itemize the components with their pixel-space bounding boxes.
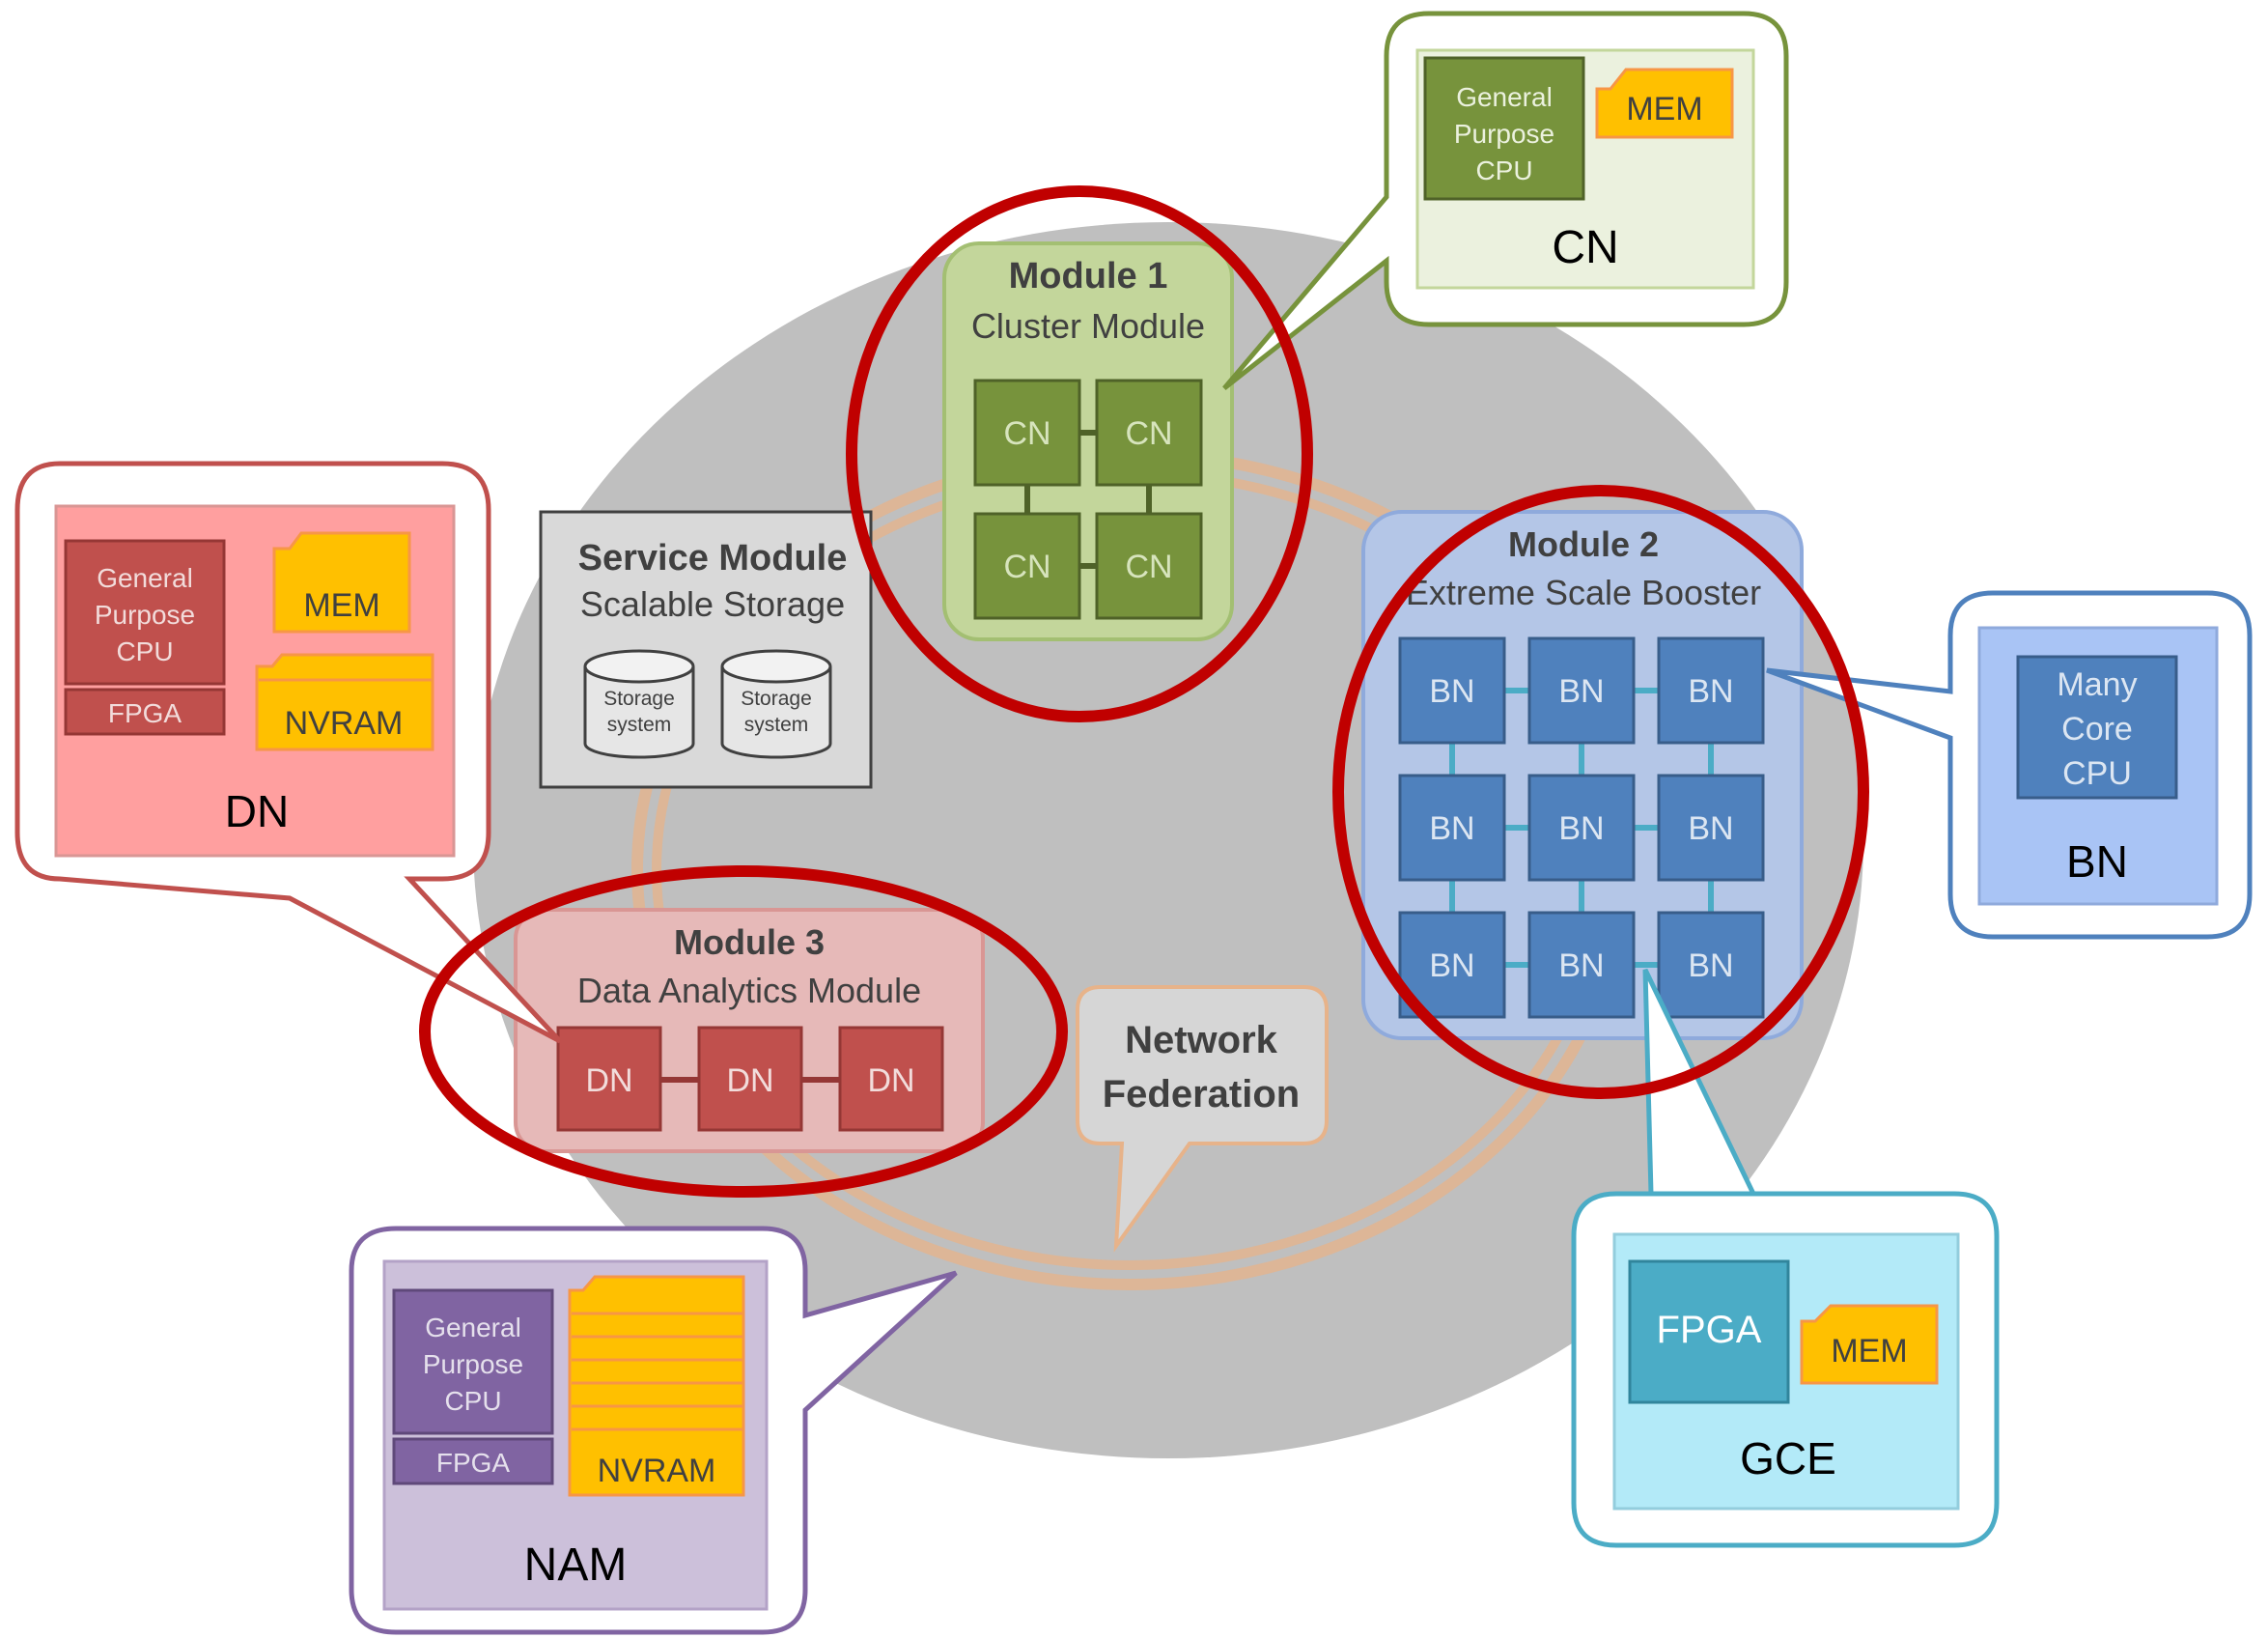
nam-label: NAM [524, 1539, 628, 1591]
callout-bn: Many Core CPU BN [1766, 590, 2253, 940]
bn-node: BN [1688, 810, 1733, 847]
cn-mem: MEM [1626, 91, 1702, 127]
storage-label-2a: Storage [741, 688, 812, 710]
nam-cpu-line3: CPU [444, 1386, 501, 1416]
highlight-module-2 [1332, 485, 1869, 1099]
callout-nam: General Purpose CPU FPGA NVRAM NAM [349, 1226, 958, 1635]
module-1-title: Module 1 [1009, 256, 1168, 297]
cn-cpu-line2: Purpose [1454, 119, 1554, 149]
gce-label: GCE [1740, 1433, 1836, 1483]
bn-node: BN [1558, 947, 1604, 984]
bn-node: BN [1558, 673, 1604, 710]
gce-fpga: FPGA [1657, 1309, 1762, 1351]
network-federation-line2: Federation [1103, 1073, 1300, 1116]
nam-fpga: FPGA [436, 1448, 511, 1478]
nam-cpu-line1: General [425, 1313, 521, 1342]
bn-label: BN [2066, 836, 2128, 887]
module-2-booster: Module 2 Extreme Scale Booster [1361, 510, 1804, 1040]
module-2-subtitle: Extreme Scale Booster [1406, 573, 1761, 612]
dn-nvram: NVRAM [285, 705, 404, 742]
highlight-module-3 [419, 865, 1068, 1198]
callout-dn: General Purpose CPU FPGA MEM NVRAM DN [14, 461, 562, 1044]
cn-label: CN [1552, 222, 1618, 273]
dn-node: DN [867, 1062, 914, 1099]
dn-label: DN [225, 786, 289, 836]
service-module-subtitle: Scalable Storage [580, 584, 845, 624]
bn-node: BN [1688, 673, 1733, 710]
module-1-cluster: Module 1 Cluster Module CN CN CN CN [942, 241, 1234, 641]
bn-cpu-line2: Core [2061, 711, 2133, 748]
cn-node: CN [1125, 415, 1172, 452]
storage-system-1: Storage system [583, 649, 695, 759]
dn-fpga: FPGA [108, 698, 182, 728]
callout-cn: General Purpose CPU MEM CN [1222, 11, 1789, 390]
bn-cpu-line1: Many [2057, 666, 2137, 703]
network-federation-callout: Network Federation [1076, 985, 1329, 1253]
cn-cpu-line3: CPU [1475, 155, 1532, 185]
storage-label-1a: Storage [603, 688, 675, 710]
dn-cpu-line1: General [97, 563, 193, 593]
callout-gce: FPGA MEM GCE [1571, 968, 2000, 1548]
dn-mem: MEM [303, 587, 379, 624]
service-module-title: Service Module [578, 538, 848, 579]
highlight-module-1 [846, 185, 1313, 722]
gce-mem: MEM [1831, 1333, 1907, 1370]
module-3-title: Module 3 [674, 922, 825, 962]
bn-node: BN [1429, 947, 1474, 984]
storage-system-2: Storage system [720, 649, 832, 759]
module-3-subtitle: Data Analytics Module [577, 971, 921, 1010]
dn-node: DN [585, 1062, 632, 1099]
bn-node: BN [1688, 947, 1733, 984]
bn-node: BN [1558, 810, 1604, 847]
cn-node: CN [1003, 415, 1050, 452]
dn-node: DN [726, 1062, 773, 1099]
module-1-subtitle: Cluster Module [971, 306, 1205, 346]
module-3-analytics: Module 3 Data Analytics Module DN DN DN [514, 908, 985, 1153]
bn-node: BN [1429, 673, 1474, 710]
dn-cpu-line2: Purpose [95, 600, 195, 630]
network-federation-line1: Network [1125, 1019, 1278, 1061]
nam-nvram: NVRAM [598, 1453, 716, 1489]
cn-cpu-line1: General [1456, 82, 1553, 112]
bn-cpu-line3: CPU [2062, 755, 2132, 792]
module-2-title: Module 2 [1508, 524, 1659, 564]
nam-cpu-line2: Purpose [423, 1349, 523, 1379]
highlight-ellipses [419, 185, 1869, 1198]
bn-node: BN [1429, 810, 1474, 847]
cn-node: CN [1003, 549, 1050, 585]
dn-cpu-line3: CPU [116, 636, 173, 666]
storage-label-2b: system [744, 714, 809, 736]
cn-node: CN [1125, 549, 1172, 585]
storage-label-1b: system [607, 714, 672, 736]
service-module: Service Module Scalable Storage Storage … [539, 510, 873, 789]
